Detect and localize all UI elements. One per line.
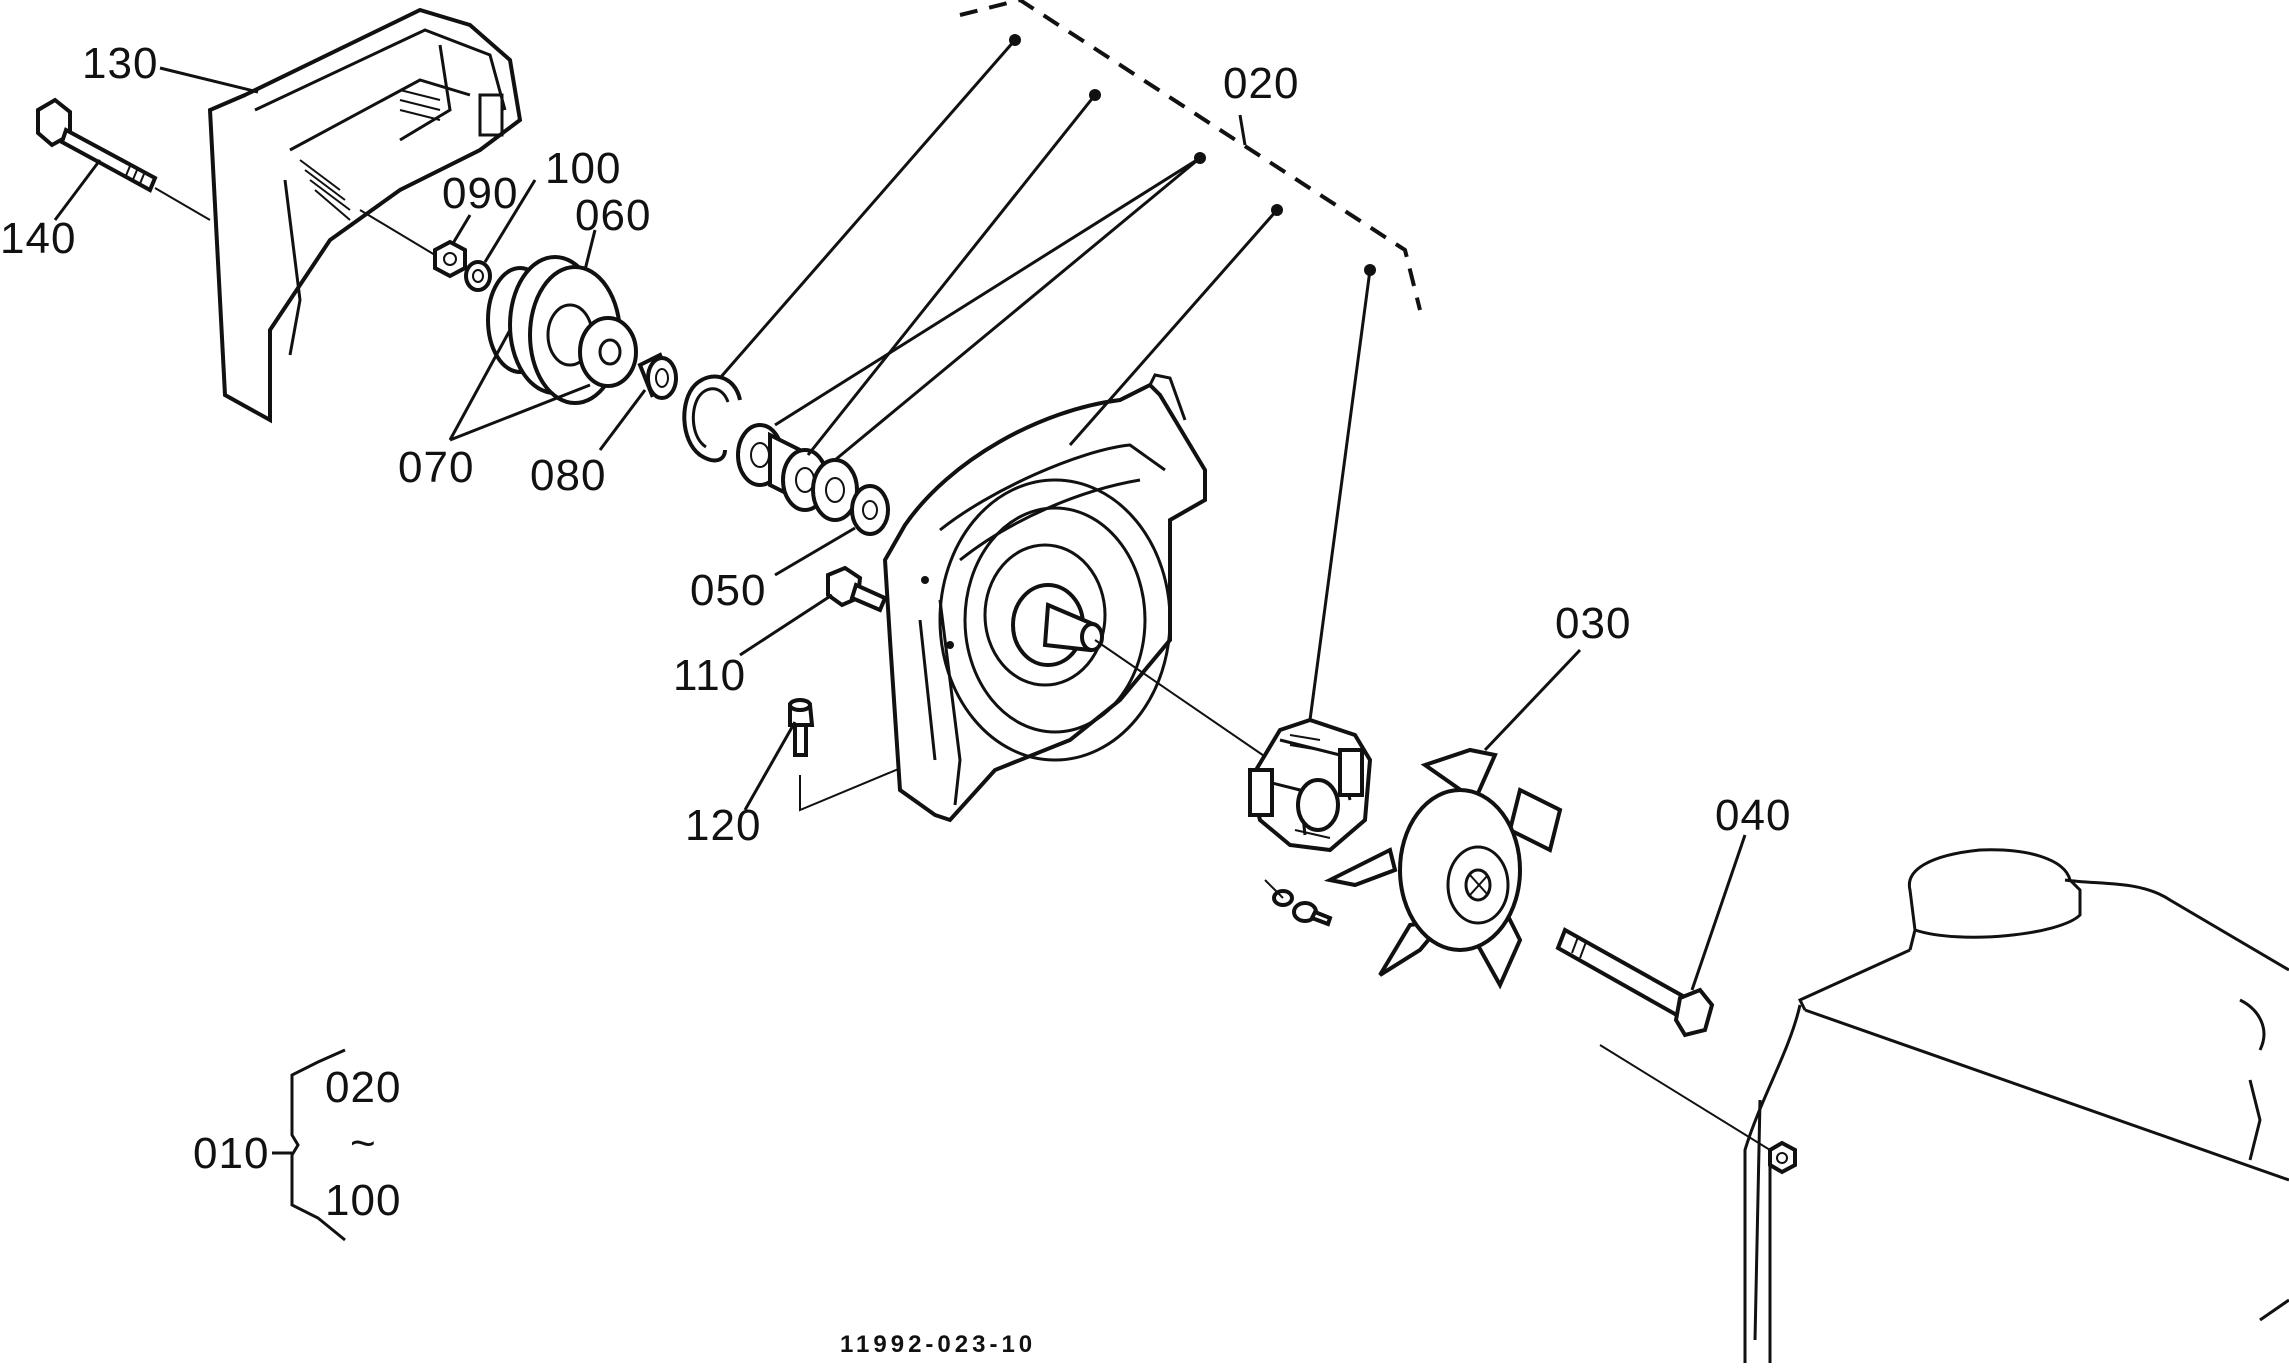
label-050: 050 <box>690 566 766 615</box>
spacer <box>637 352 678 400</box>
bracket-from: 020 <box>325 1063 401 1112</box>
nut-engine <box>1768 1140 1797 1175</box>
label-070: 070 <box>398 443 474 492</box>
bolt-long <box>36 97 211 221</box>
fan-shroud <box>882 373 1207 823</box>
label-040: 040 <box>1715 791 1791 840</box>
engine-block <box>1743 848 2289 1363</box>
washer-large <box>850 484 890 536</box>
label-030: 030 <box>1555 599 1631 648</box>
drawing-code: 11992-023-10 <box>840 1331 1036 1358</box>
coupling <box>1247 717 1373 853</box>
washer-small <box>464 260 492 292</box>
label-110: 110 <box>673 651 746 700</box>
nut <box>433 239 467 279</box>
label-020: 020 <box>1223 59 1299 108</box>
label-100-top: 100 <box>545 144 621 193</box>
bracket-parent: 010 <box>193 1129 269 1178</box>
label-090: 090 <box>442 169 518 218</box>
bracket-tilde: ~ <box>350 1119 377 1168</box>
label-080: 080 <box>530 451 606 500</box>
label-120: 120 <box>685 801 761 850</box>
leader-lines <box>53 34 1747 991</box>
bracket-to: 100 <box>325 1176 401 1225</box>
bolt-120 <box>788 698 815 757</box>
label-140: 140 <box>0 214 76 263</box>
group-bracket: 010 020 ~ 100 <box>193 1048 401 1242</box>
bolt-110 <box>826 565 888 613</box>
snap-ring <box>682 374 742 463</box>
bolt-040 <box>1555 927 1715 1038</box>
label-060: 060 <box>575 191 651 240</box>
small-screws <box>1264 879 1333 927</box>
fan <box>1323 747 1563 990</box>
belt-cover <box>207 7 523 424</box>
pulley <box>486 255 638 405</box>
bearing-assembly <box>736 423 859 522</box>
group-outline <box>959 0 1422 311</box>
label-130: 130 <box>82 39 158 88</box>
